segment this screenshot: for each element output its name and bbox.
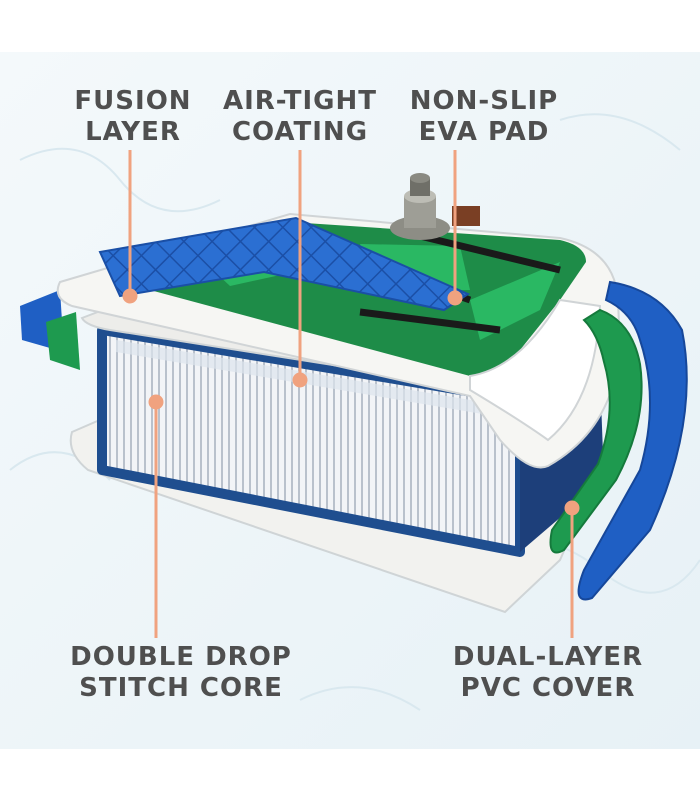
board-cross-section-illustration <box>0 52 700 749</box>
label-dual-layer-pvc-cover: DUAL-LAYER PVC COVER <box>430 642 666 704</box>
label-fusion-layer-line-2: LAYER <box>85 117 181 147</box>
label-air-tight-coating-line-2: COATING <box>231 117 369 147</box>
label-fusion-layer-line-1: FUSION <box>74 86 192 116</box>
pointer-dot-fusion-layer <box>122 288 138 304</box>
eva-pad <box>98 216 471 312</box>
label-double-drop-stitch-core: DOUBLE DROP STITCH CORE <box>58 642 304 704</box>
air-valve <box>390 173 480 240</box>
left-green-strip <box>46 312 80 370</box>
label-air-tight-coating: AIR-TIGHT COATING <box>208 86 392 148</box>
pointer-lines <box>122 150 580 638</box>
label-fusion-layer: FUSION LAYER <box>58 86 208 148</box>
deck-rim <box>469 298 602 442</box>
label-non-slip-eva-pad-line-2: EVA PAD <box>418 117 550 147</box>
label-non-slip-eva-pad-line-1: NON-SLIP <box>409 86 559 116</box>
label-dual-layer-pvc-cover-line-2: PVC COVER <box>460 673 636 703</box>
label-dual-layer-pvc-cover-line-1: DUAL-LAYER <box>452 642 644 672</box>
pointer-dot-non-slip-eva-pad <box>447 290 463 306</box>
label-air-tight-coating-line-1: AIR-TIGHT <box>222 86 378 116</box>
pointer-dot-air-tight-coating <box>292 372 308 388</box>
label-non-slip-eva-pad: NON-SLIP EVA PAD <box>396 86 572 148</box>
right-blue-cover <box>577 280 688 601</box>
label-double-drop-stitch-core-line-1: DOUBLE DROP <box>70 642 292 672</box>
label-double-drop-stitch-core-line-2: STITCH CORE <box>79 673 283 703</box>
pointer-dot-double-drop-stitch-core <box>148 394 164 410</box>
pointer-dot-dual-layer-pvc-cover <box>564 500 580 516</box>
right-green-cover <box>549 308 643 554</box>
diagram-panel <box>0 52 700 749</box>
